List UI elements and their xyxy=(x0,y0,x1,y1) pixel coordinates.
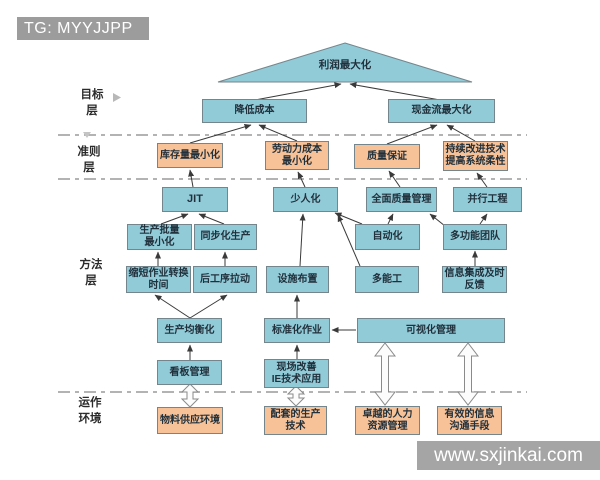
node-fewer-workers: 少人化 xyxy=(273,187,338,212)
layer-label-criteria: 准则 层 xyxy=(77,146,101,175)
double-arrow-icon xyxy=(456,342,480,406)
node-tqm: 全面质量管理 xyxy=(366,187,437,212)
node-multifunction-team: 多功能团队 xyxy=(443,224,507,250)
node-kanban-management: 看板管理 xyxy=(157,360,222,385)
watermark: www.sxjinkai.com xyxy=(417,441,600,470)
node-info-feedback: 信息集成及时 反馈 xyxy=(442,266,507,293)
node-automation: 自动化 xyxy=(355,224,420,250)
node-jit: JIT xyxy=(162,187,228,212)
node-cashflow-max: 现金流最大化 xyxy=(388,99,495,123)
node-kaizen-ie: 现场改善 IE技术应用 xyxy=(264,359,329,388)
node-material-supply: 物料供应环境 xyxy=(157,407,223,434)
node-supporting-tech: 配套的生产 技术 xyxy=(264,406,327,435)
node-reduce-cost: 降低成本 xyxy=(202,99,307,123)
node-quality-assurance: 质量保证 xyxy=(354,144,420,169)
node-hr-management: 卓越的人力 资源管理 xyxy=(355,406,420,435)
pyramid-shape xyxy=(217,42,473,83)
node-batch-min: 生产批量 最小化 xyxy=(127,224,192,250)
node-changeover-time: 缩短作业转换 时间 xyxy=(126,266,191,293)
layer-label-goal: 目标 层 xyxy=(80,89,104,118)
double-arrow-icons xyxy=(180,342,480,408)
node-labor-cost-min: 劳动力成本 最小化 xyxy=(265,141,329,170)
node-facility-layout: 设施布置 xyxy=(266,266,329,293)
channel-badge: TG: MYYJJPP xyxy=(17,17,149,40)
node-profit-max: 利润最大化 xyxy=(318,59,372,71)
double-arrow-icon xyxy=(286,385,306,407)
connector-arrows xyxy=(154,82,488,360)
node-communication-means: 有效的信息 沟通手段 xyxy=(437,406,502,435)
node-concurrent-engineering: 并行工程 xyxy=(453,187,522,212)
node-visual-management: 可视化管理 xyxy=(357,318,505,343)
node-multiskilled-worker: 多能工 xyxy=(355,266,419,293)
node-synchronized-production: 同步化生产 xyxy=(194,224,257,250)
double-arrow-icon xyxy=(180,383,200,408)
node-inventory-min: 库存量最小化 xyxy=(157,143,223,168)
node-production-leveling: 生产均衡化 xyxy=(157,318,222,343)
double-arrow-icon xyxy=(373,342,397,406)
layer-label-environment: 运作 环境 xyxy=(78,397,102,426)
pointer-right-icon xyxy=(113,93,121,102)
layer-label-method: 方法 层 xyxy=(79,259,103,288)
node-standardized-work: 标准化作业 xyxy=(264,318,330,343)
pointer-down-icon xyxy=(83,132,91,138)
layer-divider-lines xyxy=(58,134,527,393)
node-downstream-pull: 后工序拉动 xyxy=(193,266,257,293)
node-continuous-improvement: 持续改进技术 提高系统柔性 xyxy=(443,141,508,171)
